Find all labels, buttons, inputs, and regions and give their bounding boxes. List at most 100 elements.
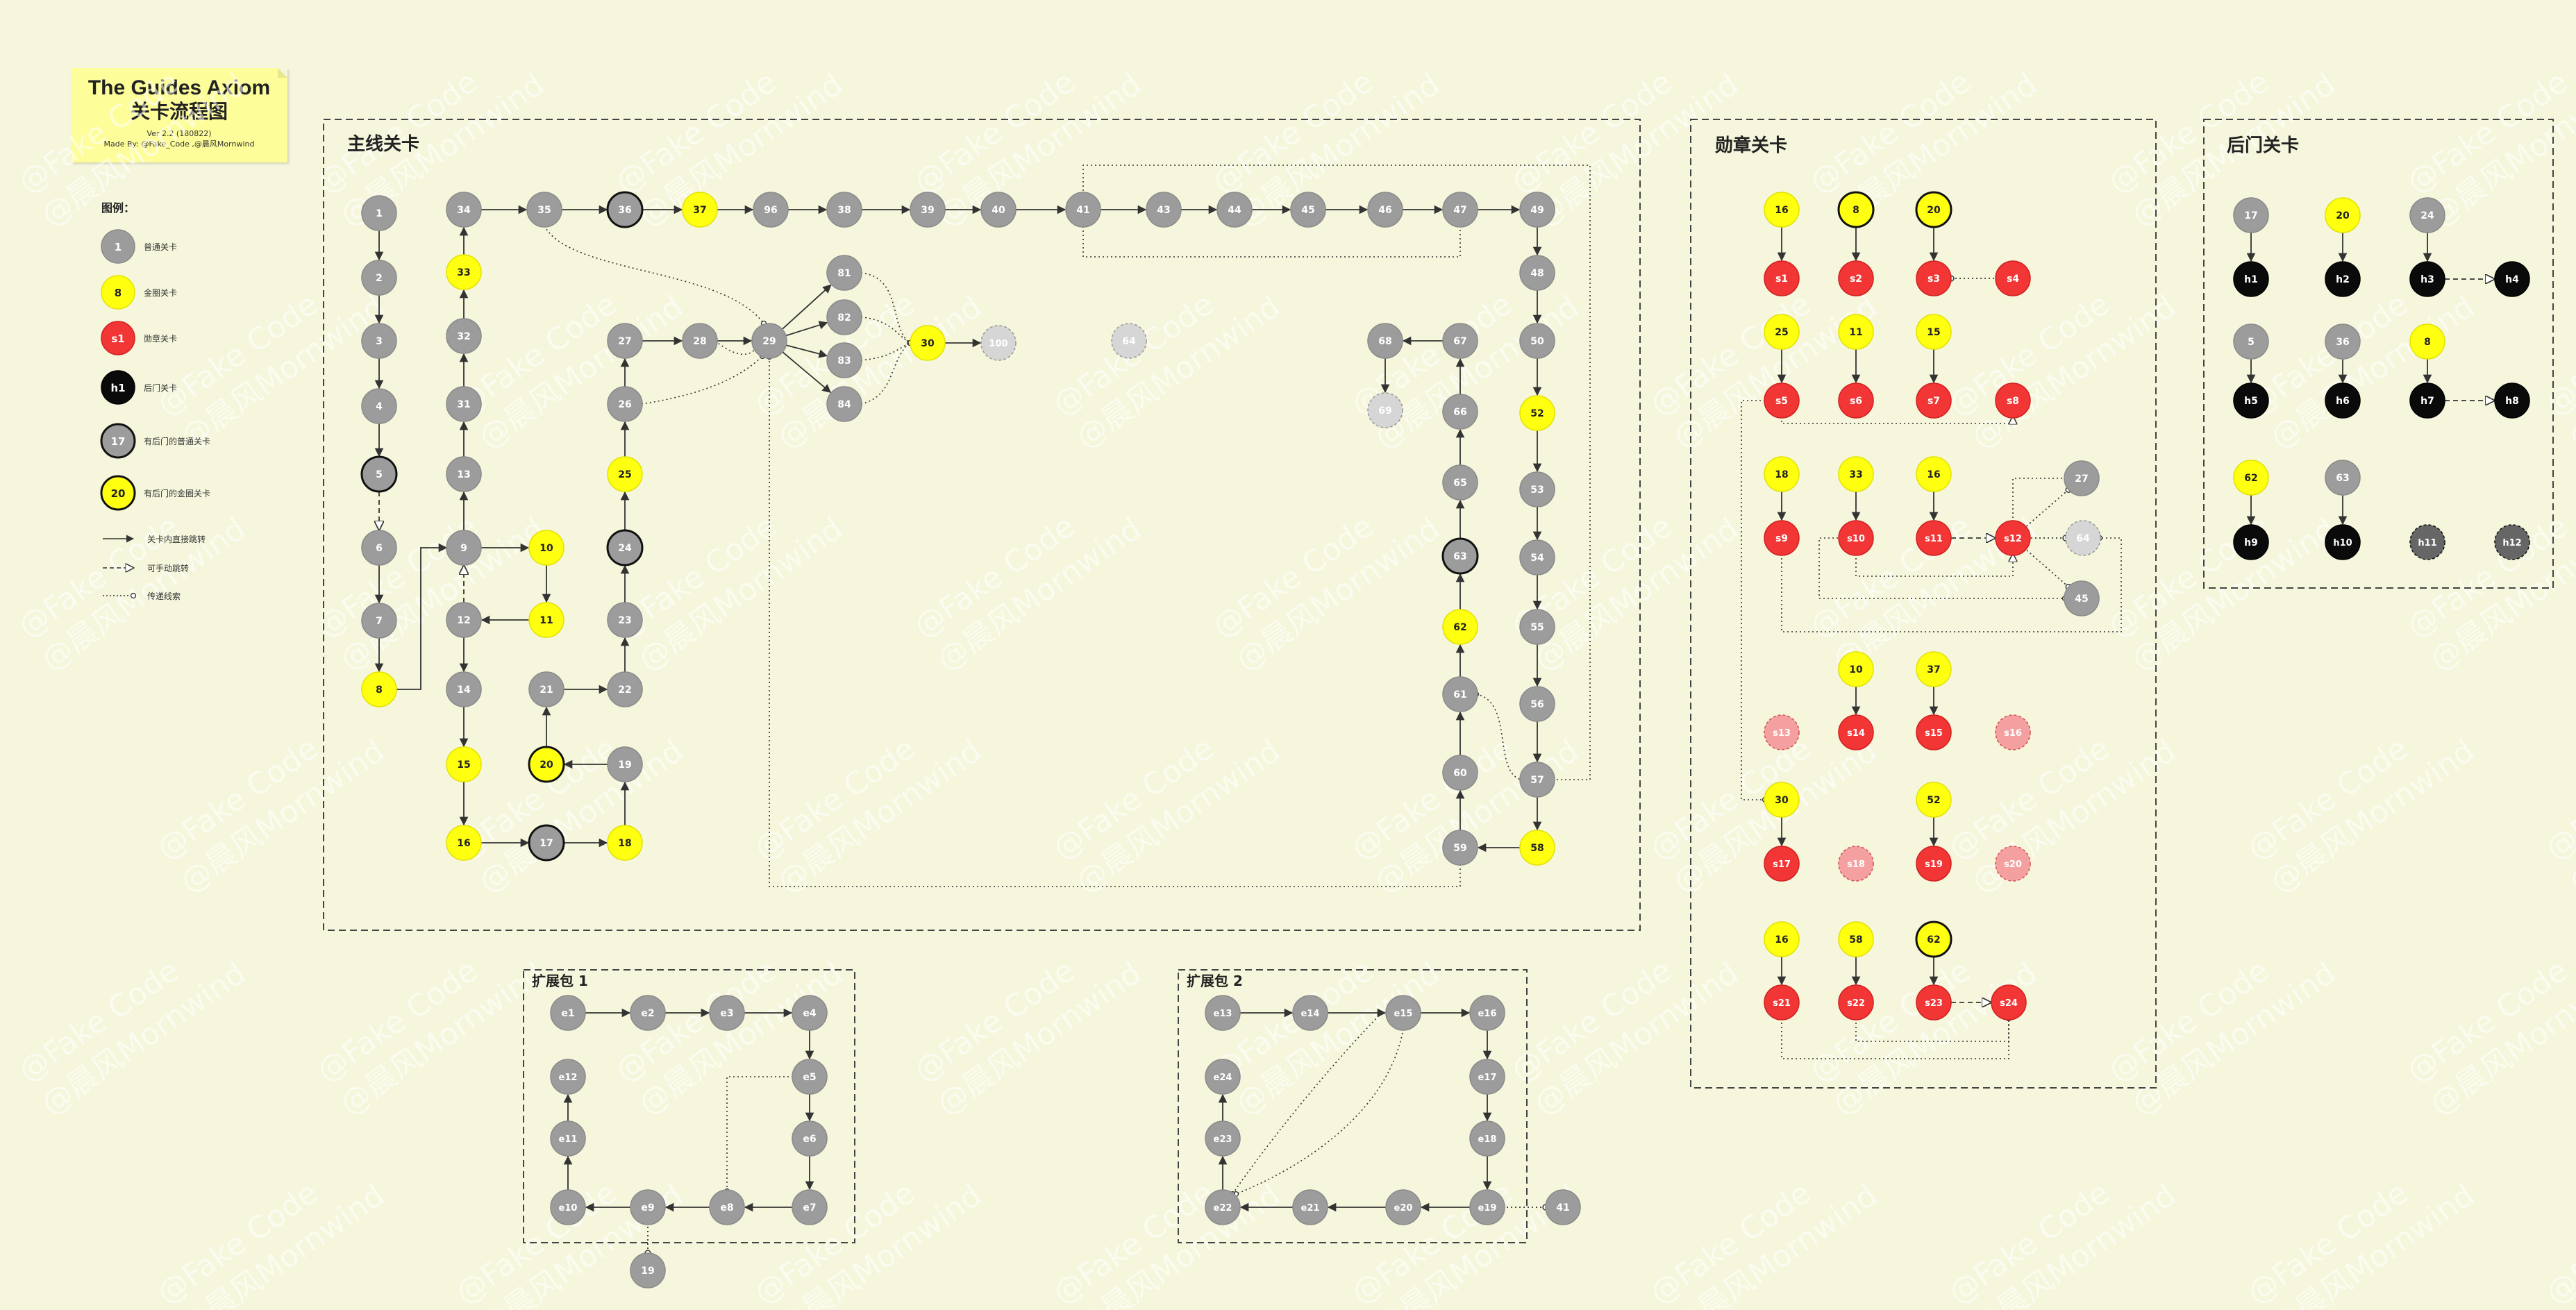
level-node-e21[interactable]: e21 xyxy=(1292,1189,1328,1225)
level-node-m16[interactable]: 16 xyxy=(446,825,482,861)
level-node-m33[interactable]: 33 xyxy=(446,254,482,290)
level-node-h1[interactable]: h1 xyxy=(2233,261,2269,297)
level-node-s10[interactable]: s10 xyxy=(1838,520,1874,556)
level-node-m69[interactable]: 69 xyxy=(1367,392,1403,428)
level-node-m6[interactable]: 6 xyxy=(361,530,397,566)
level-node-s3[interactable]: s3 xyxy=(1916,260,1952,296)
level-node-m30[interactable]: 30 xyxy=(910,325,946,361)
level-node-s17[interactable]: s17 xyxy=(1764,846,1800,882)
level-node-e15[interactable]: e15 xyxy=(1385,995,1421,1031)
level-node-e3[interactable]: e3 xyxy=(709,995,745,1031)
level-node-m10[interactable]: 10 xyxy=(528,530,564,566)
level-node-m35[interactable]: 35 xyxy=(526,192,562,228)
level-node-h7[interactable]: h7 xyxy=(2409,383,2445,419)
level-node-m52[interactable]: 52 xyxy=(1519,395,1555,431)
level-node-s15[interactable]: s15 xyxy=(1916,714,1952,750)
level-node-h6[interactable]: h6 xyxy=(2325,383,2361,419)
level-node-e20[interactable]: e20 xyxy=(1385,1189,1421,1225)
level-node-s16[interactable]: s16 xyxy=(1995,714,2031,750)
level-node-s_58[interactable]: 58 xyxy=(1838,921,1874,957)
level-node-h_5[interactable]: 5 xyxy=(2233,324,2269,360)
level-node-m84[interactable]: 84 xyxy=(826,386,862,422)
level-node-m61[interactable]: 61 xyxy=(1442,676,1478,712)
level-node-h11[interactable]: h11 xyxy=(2409,524,2445,560)
level-node-m55[interactable]: 55 xyxy=(1519,609,1555,645)
level-node-m11[interactable]: 11 xyxy=(528,602,564,638)
level-node-h4[interactable]: h4 xyxy=(2494,261,2530,297)
level-node-e14[interactable]: e14 xyxy=(1292,995,1328,1031)
level-node-s23[interactable]: s23 xyxy=(1916,984,1952,1021)
level-node-s_52[interactable]: 52 xyxy=(1916,782,1952,818)
level-node-e22[interactable]: e22 xyxy=(1205,1189,1241,1225)
level-node-e8[interactable]: e8 xyxy=(709,1189,745,1225)
level-node-m32[interactable]: 32 xyxy=(446,318,482,354)
level-node-m45[interactable]: 45 xyxy=(1290,192,1326,228)
level-node-s22[interactable]: s22 xyxy=(1838,984,1874,1021)
level-node-s_30[interactable]: 30 xyxy=(1764,782,1800,818)
level-node-h_20[interactable]: 20 xyxy=(2325,197,2361,233)
level-node-m23[interactable]: 23 xyxy=(607,602,643,638)
level-node-m27[interactable]: 27 xyxy=(607,323,643,359)
level-node-m100[interactable]: 100 xyxy=(980,325,1017,361)
level-node-s18[interactable]: s18 xyxy=(1838,846,1874,882)
level-node-m58[interactable]: 58 xyxy=(1519,830,1555,866)
level-node-e1[interactable]: e1 xyxy=(550,995,586,1031)
level-node-m46[interactable]: 46 xyxy=(1367,192,1403,228)
level-node-e17[interactable]: e17 xyxy=(1469,1059,1505,1095)
level-node-s20[interactable]: s20 xyxy=(1995,846,2031,882)
level-node-s_45[interactable]: 45 xyxy=(2064,580,2100,616)
level-node-s2[interactable]: s2 xyxy=(1838,260,1874,296)
level-node-m62[interactable]: 62 xyxy=(1442,609,1478,645)
level-node-h_63[interactable]: 63 xyxy=(2325,460,2361,496)
level-node-h_62[interactable]: 62 xyxy=(2233,460,2269,496)
level-node-m19[interactable]: 19 xyxy=(607,746,643,782)
level-node-m49[interactable]: 49 xyxy=(1519,192,1555,228)
level-node-h8[interactable]: h8 xyxy=(2494,383,2530,419)
level-node-h_17[interactable]: 17 xyxy=(2233,197,2269,233)
level-node-m56[interactable]: 56 xyxy=(1519,686,1555,722)
level-node-e9[interactable]: e9 xyxy=(630,1189,666,1225)
level-node-m43[interactable]: 43 xyxy=(1146,192,1182,228)
level-node-s_10[interactable]: 10 xyxy=(1838,651,1874,687)
level-node-s21[interactable]: s21 xyxy=(1764,984,1800,1021)
level-node-s_15[interactable]: 15 xyxy=(1916,314,1952,350)
level-node-m36[interactable]: 36 xyxy=(606,191,644,228)
level-node-s14[interactable]: s14 xyxy=(1838,714,1874,750)
level-node-m24[interactable]: 24 xyxy=(606,529,644,566)
level-node-h3[interactable]: h3 xyxy=(2409,261,2445,297)
level-node-m22[interactable]: 22 xyxy=(607,671,643,707)
level-node-m31[interactable]: 31 xyxy=(446,386,482,422)
level-node-m82[interactable]: 82 xyxy=(826,299,862,335)
level-node-m9[interactable]: 9 xyxy=(446,530,482,566)
level-node-m63[interactable]: 63 xyxy=(1441,537,1479,575)
level-node-m12[interactable]: 12 xyxy=(446,602,482,638)
level-node-m14[interactable]: 14 xyxy=(446,671,482,707)
level-node-s_16c[interactable]: 16 xyxy=(1764,921,1800,957)
level-node-m60[interactable]: 60 xyxy=(1442,755,1478,791)
level-node-h9[interactable]: h9 xyxy=(2233,524,2269,560)
level-node-m48[interactable]: 48 xyxy=(1519,255,1555,291)
level-node-m66[interactable]: 66 xyxy=(1442,394,1478,430)
level-node-m54[interactable]: 54 xyxy=(1519,539,1555,576)
level-node-e19[interactable]: e19 xyxy=(1469,1189,1505,1225)
level-node-m53[interactable]: 53 xyxy=(1519,471,1555,507)
level-node-m39[interactable]: 39 xyxy=(910,192,946,228)
level-node-e7[interactable]: e7 xyxy=(792,1189,828,1225)
level-node-m34[interactable]: 34 xyxy=(446,192,482,228)
level-node-m5[interactable]: 5 xyxy=(360,455,398,493)
level-node-h_36[interactable]: 36 xyxy=(2325,324,2361,360)
level-node-s6[interactable]: s6 xyxy=(1838,383,1874,419)
level-node-m59[interactable]: 59 xyxy=(1442,830,1478,866)
level-node-m68[interactable]: 68 xyxy=(1367,323,1403,359)
level-node-e4[interactable]: e4 xyxy=(792,995,828,1031)
level-node-e24[interactable]: e24 xyxy=(1205,1059,1241,1095)
level-node-e23[interactable]: e23 xyxy=(1205,1120,1241,1157)
level-node-m44[interactable]: 44 xyxy=(1216,192,1253,228)
level-node-m96[interactable]: 96 xyxy=(753,192,789,228)
level-node-m1[interactable]: 1 xyxy=(361,195,397,231)
level-node-m4[interactable]: 4 xyxy=(361,388,397,424)
level-node-s5[interactable]: s5 xyxy=(1764,383,1800,419)
level-node-m47[interactable]: 47 xyxy=(1442,192,1478,228)
level-node-m18[interactable]: 18 xyxy=(607,825,643,861)
level-node-m65[interactable]: 65 xyxy=(1442,464,1478,501)
